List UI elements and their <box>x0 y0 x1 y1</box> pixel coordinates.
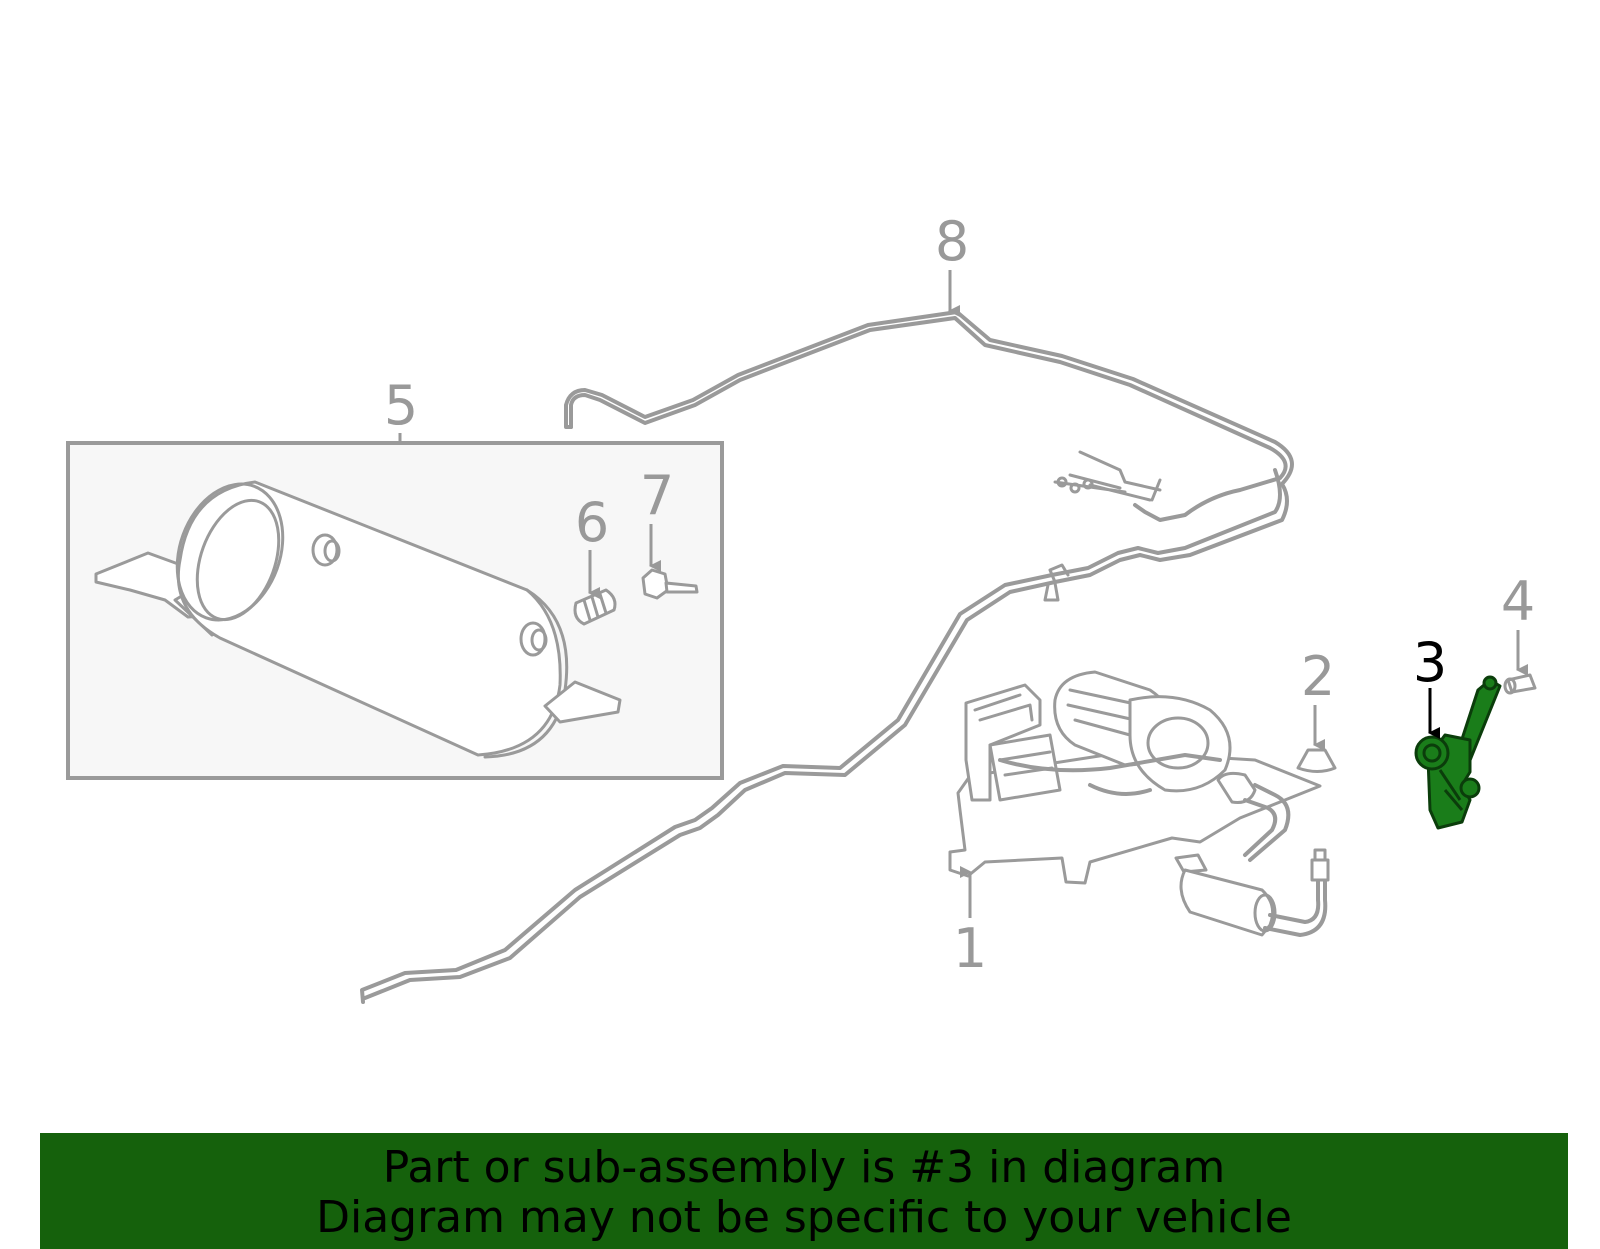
callout-4[interactable]: 4 <box>1501 570 1535 633</box>
banner-line-part-info: Part or sub-assembly is #3 in diagram <box>382 1142 1226 1193</box>
callout-3[interactable]: 3 <box>1413 631 1447 694</box>
callout-5[interactable]: 5 <box>384 374 418 437</box>
air-tank-inset-part-5[interactable] <box>66 433 724 780</box>
callout-1[interactable]: 1 <box>953 917 987 980</box>
callout-2[interactable]: 2 <box>1301 645 1335 708</box>
fitting-part-7[interactable] <box>641 568 699 600</box>
air-line-part-8[interactable] <box>360 310 1294 1004</box>
clip-part-4[interactable] <box>1503 673 1537 695</box>
callout-7[interactable]: 7 <box>640 464 674 527</box>
plug-part-6[interactable] <box>573 588 617 626</box>
callout-8[interactable]: 8 <box>935 210 969 273</box>
compressor-assembly-part-1[interactable] <box>948 670 1330 937</box>
cone-part-2[interactable] <box>1296 748 1337 773</box>
callout-6[interactable]: 6 <box>575 491 609 554</box>
banner-line-disclaimer: Diagram may not be specific to your vehi… <box>316 1192 1292 1243</box>
info-banner: Part or sub-assembly is #3 in diagram Di… <box>40 1133 1568 1249</box>
height-sensor-part-3[interactable] <box>1414 675 1502 830</box>
